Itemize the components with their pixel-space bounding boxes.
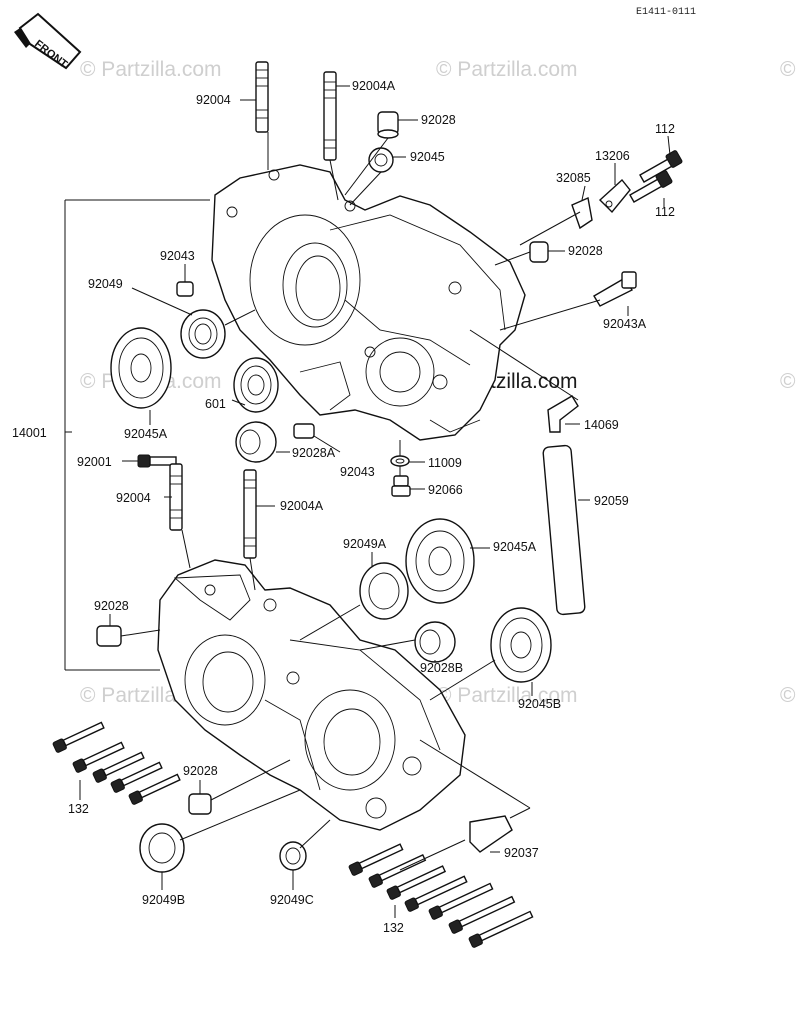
label-92004-bottom: 92004: [116, 491, 151, 505]
elbow-14069: [547, 395, 579, 433]
label-14001: 14001: [12, 426, 47, 440]
bolt-112-top: [639, 150, 683, 183]
dowel-92028-top: [377, 111, 399, 139]
washer-11009: [390, 455, 410, 467]
upper-crankcase-half: [211, 164, 526, 441]
label-14069: 14069: [584, 418, 619, 432]
label-132-left: 132: [68, 802, 89, 816]
bearing-92045A-top: [110, 327, 172, 409]
label-92045A-bottom: 92045A: [493, 540, 537, 554]
pin-92043: [176, 281, 194, 297]
label-92037: 92037: [504, 846, 539, 860]
label-92028-right: 92028: [568, 244, 603, 258]
watermark-text: © Partzilla.com: [780, 370, 800, 393]
label-601: 601: [205, 397, 226, 411]
bolt-112-bottom: [629, 170, 673, 203]
bearing-92045A-bottom: [405, 518, 475, 604]
label-92028-lower: 92028: [183, 764, 218, 778]
plug-92066: [391, 475, 411, 497]
bearing-92045B: [490, 607, 552, 683]
stud-92004A-bottom: [243, 469, 257, 559]
seal-92049A: [359, 562, 409, 620]
label-92028-top: 92028: [421, 113, 456, 127]
label-92043A: 92043A: [603, 317, 647, 331]
dowel-92028-lower: [188, 793, 212, 815]
label-92004A-bottom: 92004A: [280, 499, 324, 513]
bolt-group-132-bottom: [348, 843, 534, 948]
label-112-top: 112: [655, 122, 675, 136]
collar-92028A: [235, 421, 277, 463]
label-92049C: 92049C: [270, 893, 314, 907]
label-92049B: 92049B: [142, 893, 185, 907]
watermark-text: © Partzilla.com: [436, 58, 578, 81]
assembly-bracket: [64, 199, 210, 671]
fitting-92043A: [593, 271, 637, 307]
label-92043-mid: 92043: [340, 465, 375, 479]
clamp-32085: [571, 197, 593, 230]
watermark-text: © Partzilla.com: [780, 684, 800, 707]
watermark-text: © Partzilla.com: [80, 58, 222, 81]
lower-crankcase-half: [157, 559, 466, 831]
tube-92059: [542, 444, 586, 616]
dowel-92028-right: [529, 241, 549, 263]
diagram-code: E1411-0111: [636, 7, 696, 18]
label-112-bottom: 112: [655, 205, 675, 219]
dowel-92028-left: [96, 625, 122, 647]
label-92066: 92066: [428, 483, 463, 497]
clamp-92037: [469, 815, 513, 853]
label-92004-top: 92004: [196, 93, 231, 107]
label-92028-left: 92028: [94, 599, 129, 613]
watermark-text: © Partzilla.com: [436, 684, 578, 707]
label-92001: 92001: [77, 455, 112, 469]
front-arrow-icon: FRONT: [14, 12, 82, 71]
bolt-group-132-left: [52, 721, 181, 805]
label-132-bottom: 132: [383, 921, 404, 935]
label-92049: 92049: [88, 277, 123, 291]
label-92028B: 92028B: [420, 661, 463, 675]
seal-92049B: [139, 823, 185, 873]
label-11009: 11009: [428, 456, 462, 470]
stud-92004-bottom: [169, 463, 183, 531]
bracket-13206: [598, 178, 631, 214]
label-13206: 13206: [595, 149, 630, 163]
bearing-92045: [368, 147, 394, 173]
label-92045A-top: 92045A: [124, 427, 168, 441]
part-labels: 92004 92004A 92028 92045 112 13206 32085…: [12, 79, 675, 935]
label-92059: 92059: [594, 494, 629, 508]
label-32085: 32085: [556, 171, 591, 185]
label-92004A-top: 92004A: [352, 79, 396, 93]
watermark-text: © Partzilla.com: [780, 58, 800, 81]
seal-92049: [180, 309, 226, 359]
label-92049A: 92049A: [343, 537, 387, 551]
label-92043: 92043: [160, 249, 195, 263]
label-92028A: 92028A: [292, 446, 336, 460]
bearing-601: [233, 357, 279, 413]
stud-92004-top: [255, 61, 269, 133]
pin-92043-mid: [293, 423, 315, 439]
collar-92028B: [414, 621, 456, 663]
leader-lines: [65, 85, 671, 918]
label-92045B: 92045B: [518, 697, 561, 711]
stud-92004A-top: [323, 71, 337, 161]
label-92045: 92045: [410, 150, 445, 164]
